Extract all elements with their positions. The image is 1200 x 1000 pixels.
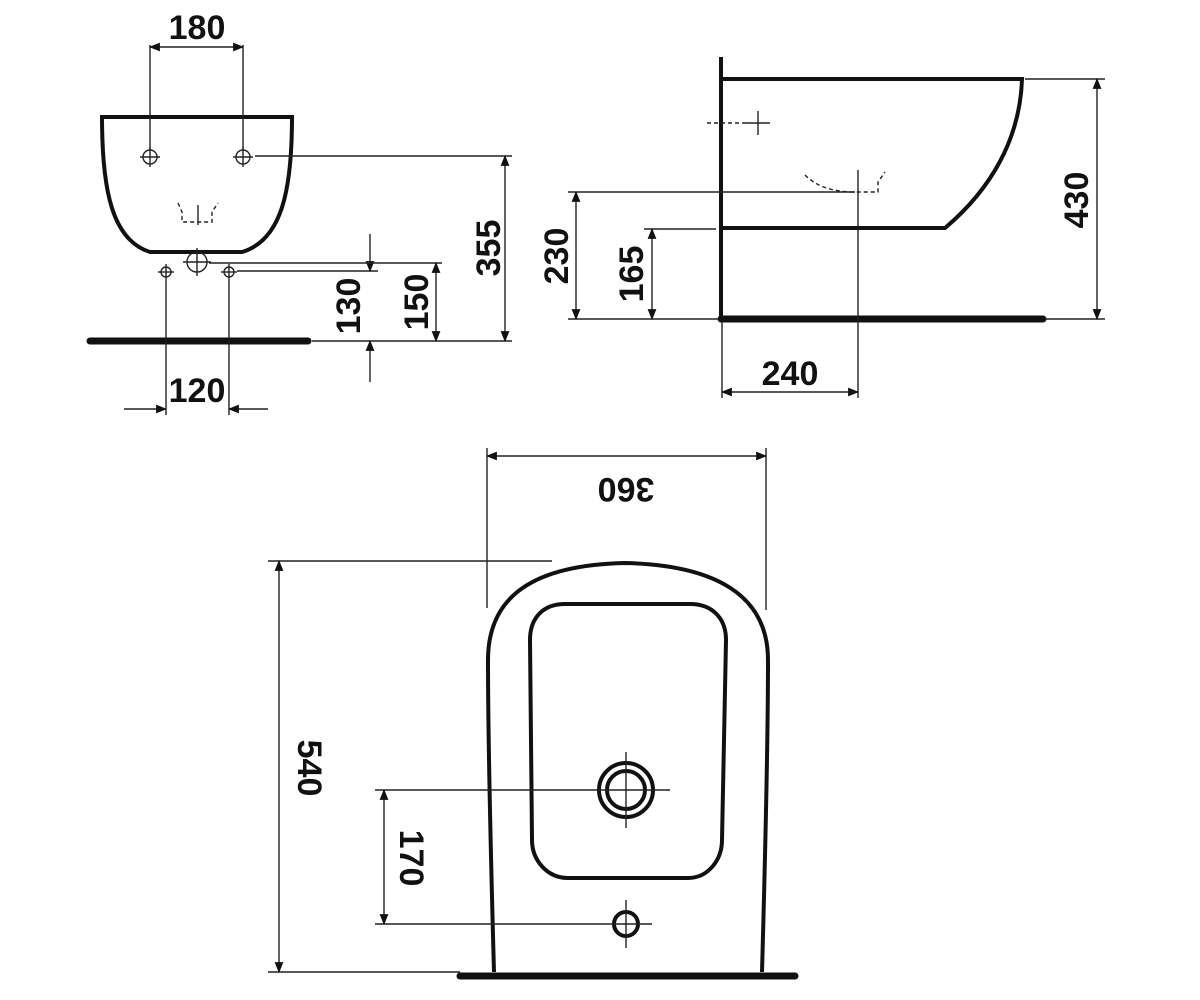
dim-total-height: 430 (1058, 172, 1096, 229)
supply-right (221, 264, 237, 280)
dim-hole-spacing: 170 (392, 830, 430, 887)
supply-left (158, 264, 174, 280)
dim-waste-height: 150 (398, 274, 436, 331)
dim-fixing-spacing: 180 (169, 9, 226, 47)
front-view: 180 355 130 150 120 (86, 9, 512, 415)
dim-fixing-height: 355 (470, 220, 508, 277)
top-outer-outline (485, 560, 771, 973)
side-bowl-outline (721, 77, 1025, 230)
dim-outlet-height: 165 (613, 246, 651, 303)
dim-outlet-projection: 240 (762, 355, 819, 393)
front-outlet-hidden (177, 202, 219, 223)
tap-hole (582, 752, 670, 828)
top-inner-bowl (527, 602, 729, 880)
front-bowl-outline (99, 115, 295, 254)
waste-outlet (183, 248, 211, 276)
side-view: 430 230 165 240 (538, 57, 1105, 398)
dim-width: 360 (598, 470, 655, 508)
dim-upper-height: 230 (538, 228, 576, 285)
dim-supply-spacing: 120 (169, 372, 226, 410)
dim-length: 540 (290, 740, 328, 797)
dim-supply-height: 130 (330, 278, 368, 335)
top-fixing-hole (600, 900, 652, 948)
side-outlet-hidden (804, 171, 886, 193)
top-view: 360 540 170 (268, 448, 799, 980)
